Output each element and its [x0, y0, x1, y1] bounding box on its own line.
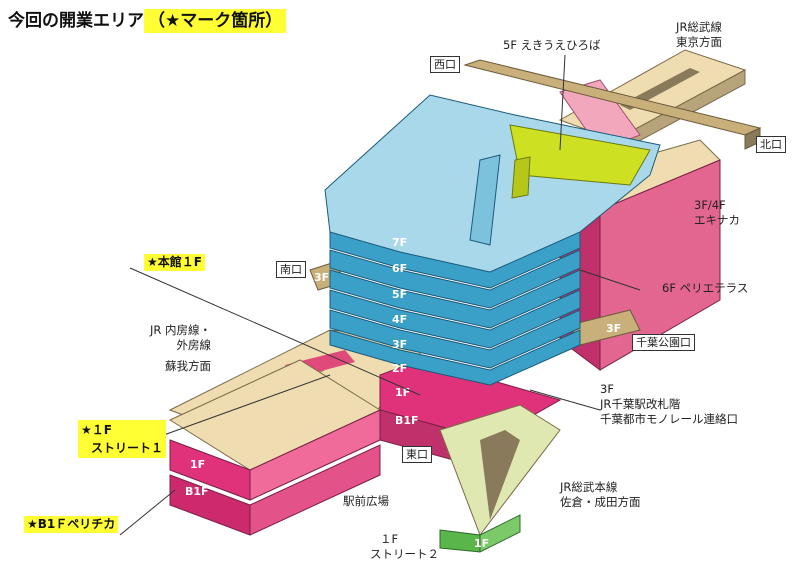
leader-ekiue [559, 54, 566, 151]
label-uchibo-line1: JR 内房線・ [150, 323, 212, 337]
floor-label-4f: 4F [392, 313, 407, 326]
exit-west: 西口 [430, 56, 460, 73]
floor-label-5f: 5F [392, 288, 407, 301]
exit-south: 南口 [276, 261, 306, 278]
label-kaisatsu: 3F JR千葉駅改札階 千葉都市モノレール連絡口 [600, 382, 738, 427]
label-uchibo: JR 内房線・ 外房線 蘇我方面 [150, 323, 211, 374]
left-block-b1f-side [249, 444, 381, 536]
floor-label-6f: 6F [392, 262, 407, 275]
label-ekinaka: 3F/4F エキナカ [694, 198, 740, 228]
label-kaisatsu-line1: 3F [600, 382, 614, 396]
floor-5f-slab [329, 269, 581, 329]
label-sobu-main-line1: JR総武本線 [560, 480, 618, 494]
park-floor-label-3f: 3F [606, 322, 621, 335]
south-floor-label-3f: 3F [314, 271, 329, 284]
callout-street1-line2: ストリート１ [91, 441, 164, 455]
label-ekiue-hiroba: 5F えきうえひろば [503, 38, 601, 52]
label-jr-sobu: JR総武線 東京方面 [676, 20, 722, 50]
label-jr-sobu-line1: JR総武線 [676, 20, 722, 34]
label-jr-sobu-line2: 東京方面 [676, 35, 722, 49]
exit-park: 千葉公園口 [632, 334, 695, 351]
floor-label-7f: 7F [392, 236, 407, 249]
label-ekinaka-line1: 3F/4F [694, 198, 726, 212]
street2-floor-label-1f: 1F [474, 537, 489, 550]
floor-6f-slab [329, 249, 581, 309]
label-sobu-main: JR総武本線 佐倉・成田方面 [560, 480, 641, 510]
label-street2-line1: １F [380, 532, 399, 546]
label-uchibo-line2: 外房線 [176, 338, 212, 352]
left-floor-label-b1f: B1F [185, 485, 209, 498]
main-building [324, 94, 661, 386]
exit-north: 北口 [756, 136, 786, 153]
callout-street1-line1: ★１F [81, 423, 112, 437]
leader-kaisatsu [529, 389, 601, 411]
track-south [439, 404, 561, 553]
north-floor-label-3f: 3F [722, 134, 737, 147]
floor-label-1f: 1F [395, 386, 410, 399]
callout-street1: ★１F ストリート１ [78, 420, 167, 458]
label-kaisatsu-line3: 千葉都市モノレール連絡口 [600, 412, 738, 426]
left-street-blocks [168, 359, 382, 536]
building-notch [469, 154, 501, 246]
leader-b1 [119, 489, 176, 536]
label-ekimae-hiroba: 駅前広場 [343, 494, 389, 508]
label-ekinaka-line2: エキナカ [694, 213, 740, 227]
label-uchibo-line3: 蘇我方面 [165, 359, 212, 373]
label-street2: １F ストリート２ [370, 532, 439, 562]
title-main: 今回の開業エリア [8, 11, 144, 31]
leader-periterrace [579, 269, 641, 291]
floor-label-b1f: B1F [395, 414, 419, 427]
leader-street1 [149, 374, 331, 441]
floor-label-2f: 2F [392, 362, 407, 375]
leader-honkan [129, 267, 421, 396]
label-sobu-main-line2: 佐倉・成田方面 [560, 495, 641, 509]
callout-b1-perichika: ★B1Ｆペリチカ [24, 516, 119, 533]
rooftop-plaza [509, 124, 651, 186]
label-periterrace: 6F ペリエテラス [662, 281, 749, 295]
floor-2f-slab [329, 329, 581, 386]
left-floor-label-1f: 1F [190, 458, 205, 471]
track-south-green-side [479, 514, 521, 553]
floor-3f-slab [329, 309, 581, 369]
page-title: 今回の開業エリア（★マーク箇所） [8, 6, 287, 33]
label-kaisatsu-line2: JR千葉駅改札階 [600, 397, 681, 411]
track-south-rail [480, 430, 520, 520]
floor-label-3f: 3F [392, 338, 407, 351]
exit-east: 東口 [402, 446, 432, 463]
floor-4f-slab [329, 289, 581, 349]
label-street2-line2: ストリート２ [370, 547, 439, 561]
title-highlight: （★マーク箇所） [144, 9, 287, 33]
rooftop-plaza-stair [511, 156, 531, 199]
callout-honkan-1f: ★本館１F [144, 254, 205, 271]
